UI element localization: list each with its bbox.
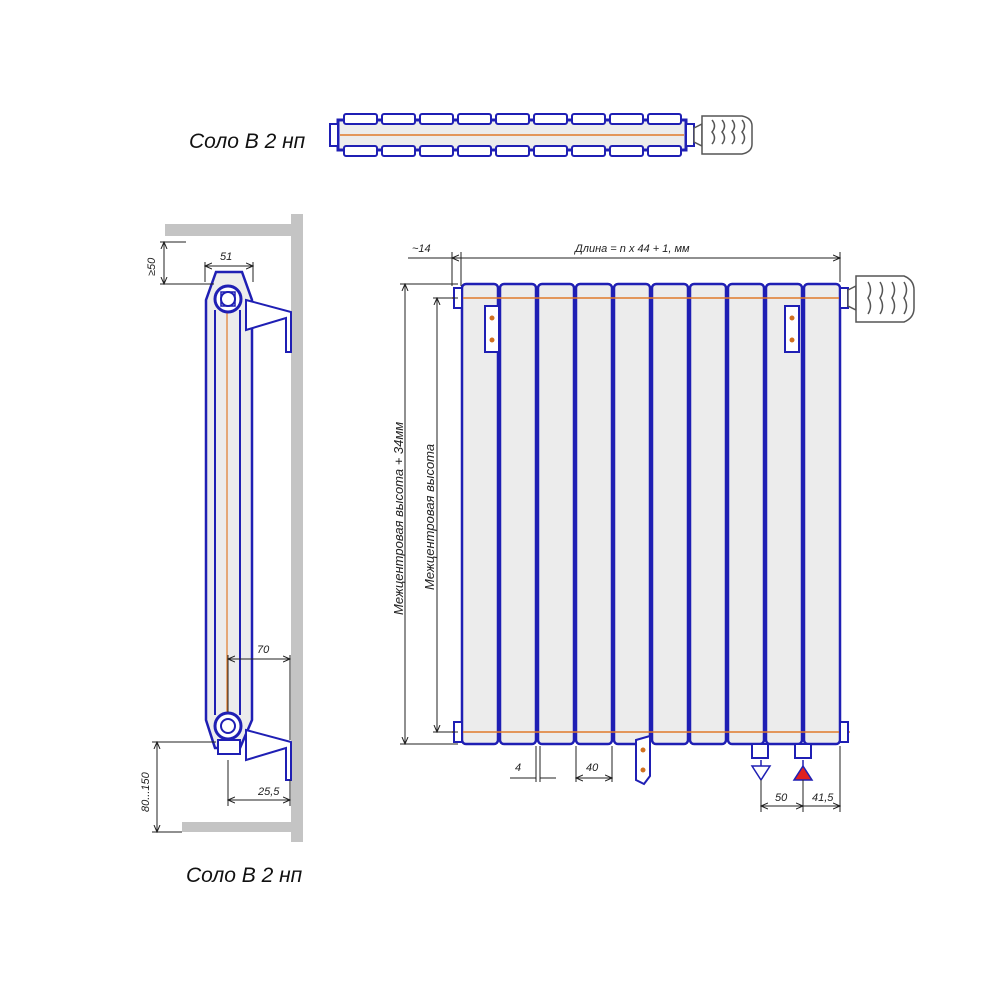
inlet-arrow-icon (792, 764, 814, 781)
height-total-dim: Межцентровая высота + 34мм (391, 421, 406, 615)
side-view-title: Соло В 2 нп (186, 864, 303, 887)
top-view-thermostat-icon (693, 115, 753, 155)
conn-offset-dim: 41,5 (812, 792, 834, 804)
length-dim: Длина = n x 44 + 1, мм (575, 243, 690, 255)
front-view (400, 252, 915, 812)
height-center-dim: Межцентровая высота (422, 443, 437, 590)
top-view (329, 113, 753, 157)
top-view-segments (343, 113, 682, 157)
floor-gap-dim: 80...150 (140, 772, 152, 812)
plug-bottom-right (839, 721, 849, 743)
wall-gap-dim: ≥50 (146, 257, 158, 276)
front-thermostat-icon (847, 275, 915, 323)
conn-spacing-dim: 50 (775, 792, 788, 804)
top-view-title: Соло В 2 нп (189, 130, 306, 153)
front-bracket-left (484, 305, 500, 353)
bracket-dim: 70 (257, 644, 270, 656)
bracket-top (245, 298, 292, 353)
top-view-end-cap-right (685, 123, 695, 147)
plug-top-right (839, 287, 849, 309)
offset-left-dim: ~14 (412, 243, 431, 255)
section-width-dim: 40 (586, 762, 599, 774)
front-sections (460, 282, 842, 746)
pipe-offset-dim: 25,5 (258, 786, 280, 798)
front-bracket-right (784, 305, 800, 353)
bracket-bottom (245, 728, 292, 781)
gap-dim: 4 (515, 762, 522, 774)
depth-dim: 51 (220, 251, 233, 263)
bottom-connections (751, 743, 812, 759)
side-view (152, 214, 303, 842)
top-view-end-cap-left (329, 123, 339, 147)
front-bracket-bottom (635, 734, 651, 786)
side-section-outline (204, 270, 254, 750)
outlet-arrow-icon (750, 765, 772, 782)
